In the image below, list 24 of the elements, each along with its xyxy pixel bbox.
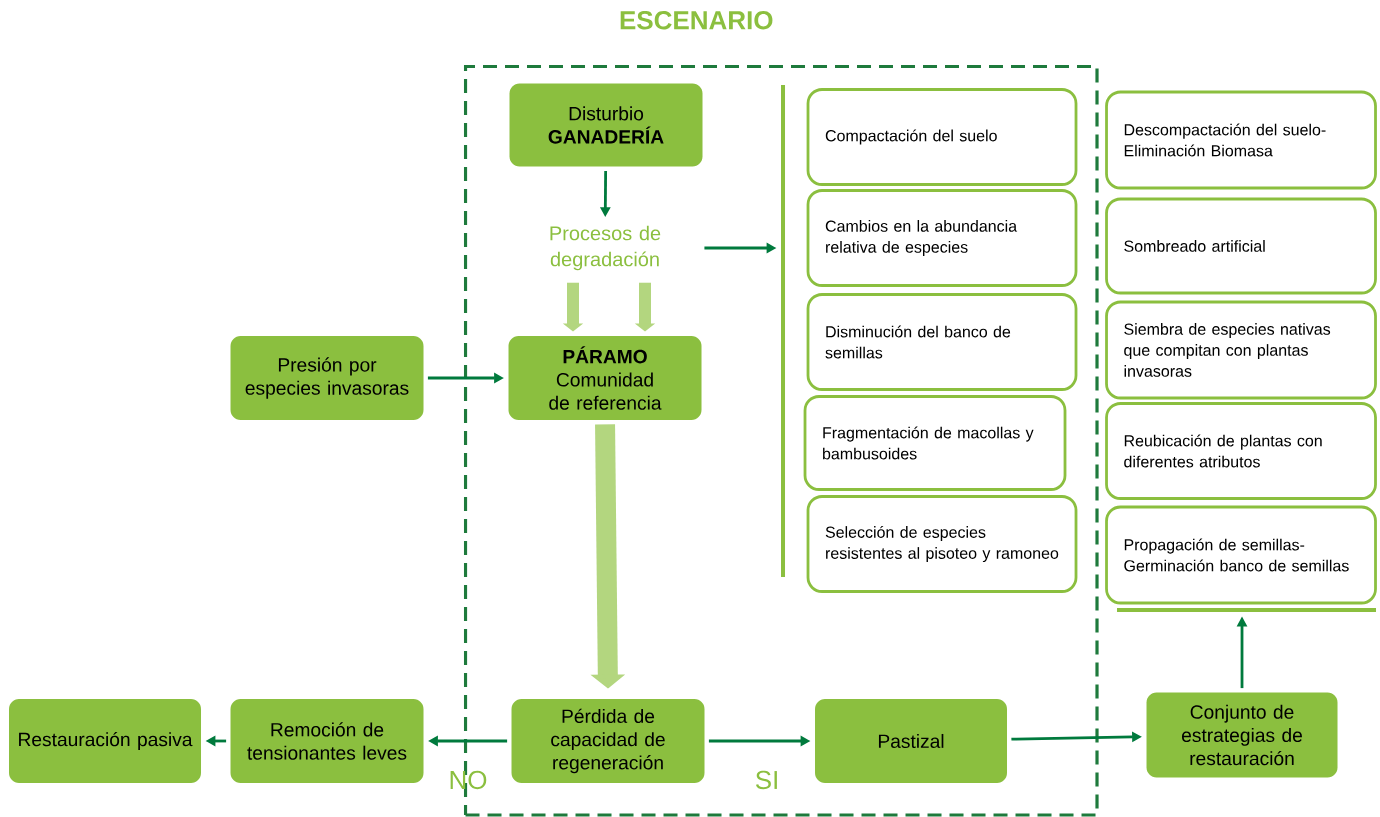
process-box: Conjunto de estrategias de restauración <box>1146 692 1338 778</box>
effect-box: Compactación del suelo <box>806 88 1078 186</box>
effect-box: Sombreado artificial <box>1105 197 1377 295</box>
process-box: PÁRAMO Comunidad de referencia <box>508 336 702 420</box>
process-box: Restauración pasiva <box>9 699 201 783</box>
effect-box: Siembra de especies nativas que compitan con plantas invasoras <box>1105 300 1377 400</box>
divider-bar <box>781 85 785 577</box>
effect-box: Propagación de semillas- Germinación banco de semillas <box>1105 505 1377 605</box>
process-box: Presión por especies invasoras <box>230 336 424 420</box>
frame-title: ESCENARIO <box>620 11 773 30</box>
effect-box: Fragmentación de macollas y bambusoides <box>803 395 1067 491</box>
effect-box: Descompactación del suelo- Eliminación Biomasa <box>1105 90 1377 190</box>
process-box: Remoción de tensionantes leves <box>230 699 424 783</box>
effect-box: Selección de especies resistentes al pisoteo y ramoneo <box>806 495 1078 593</box>
divider-bar <box>1117 608 1376 612</box>
edge-label: SI <box>755 770 777 790</box>
effect-box: Cambios en la abundancia relativa de especies <box>806 189 1078 287</box>
effect-box: Reubicación de plantas con diferentes atributos <box>1105 402 1377 500</box>
edge-label: NO <box>450 770 487 790</box>
process-box: Pastizal <box>815 699 1007 783</box>
process-box: Disturbio GANADERÍA <box>509 83 703 167</box>
process-label: Procesos de degradación <box>550 225 661 271</box>
effect-box: Disminución del banco de semillas <box>806 293 1078 391</box>
process-box: Pérdida de capacidad de regeneración <box>511 699 705 783</box>
